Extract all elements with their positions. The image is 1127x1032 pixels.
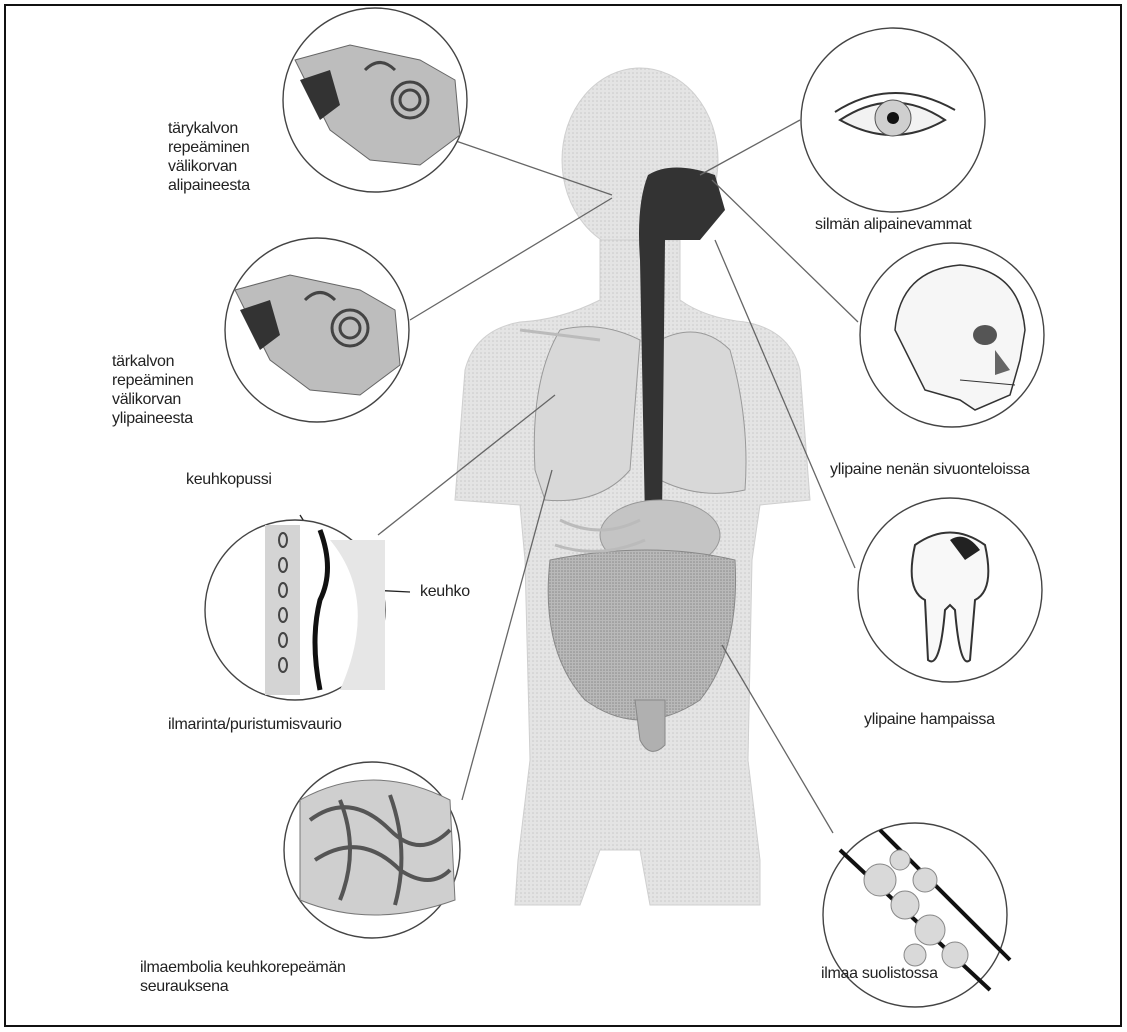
label-line: repeäminen (168, 138, 250, 157)
label-eardrum-underpressure: tärykalvon repeäminen välikorvan alipain… (168, 119, 250, 195)
label-lung: keuhko (420, 582, 470, 601)
label-line: alipaineesta (168, 176, 250, 195)
label-pneumothorax: ilmarinta/puristumisvaurio (168, 715, 342, 734)
label-line: repeäminen (112, 371, 194, 390)
air-embolism-illustration (284, 762, 460, 938)
label-tooth: ylipaine hampaissa (864, 710, 995, 729)
ear-under-pressure-illustration (283, 8, 467, 192)
label-line: tärkalvon (112, 352, 194, 371)
label-air-embolism: ilmaembolia keuhkorepeämän seurauksena (140, 958, 346, 996)
label-eardrum-overpressure: tärkalvon repeäminen välikorvan ylipaine… (112, 352, 194, 428)
label-line: välikorvan (112, 390, 194, 409)
label-line: ilmaembolia keuhkorepeämän (140, 958, 346, 977)
ear-over-pressure-illustration (225, 238, 409, 422)
pneumothorax-illustration (205, 520, 385, 700)
label-eye: silmän alipainevammat (815, 215, 971, 234)
eye-illustration (801, 28, 985, 212)
label-pleura: keuhkopussi (186, 470, 272, 489)
label-sinus: ylipaine nenän sivuonteloissa (830, 460, 1029, 479)
label-intestine: ilmaa suolistossa (821, 964, 938, 983)
label-line: seurauksena (140, 977, 346, 996)
body-silhouette (455, 68, 810, 905)
skull-illustration (860, 243, 1044, 427)
label-line: välikorvan (168, 157, 250, 176)
label-line: tärykalvon (168, 119, 250, 138)
label-line: ylipaineesta (112, 409, 194, 428)
tooth-illustration (858, 498, 1042, 682)
